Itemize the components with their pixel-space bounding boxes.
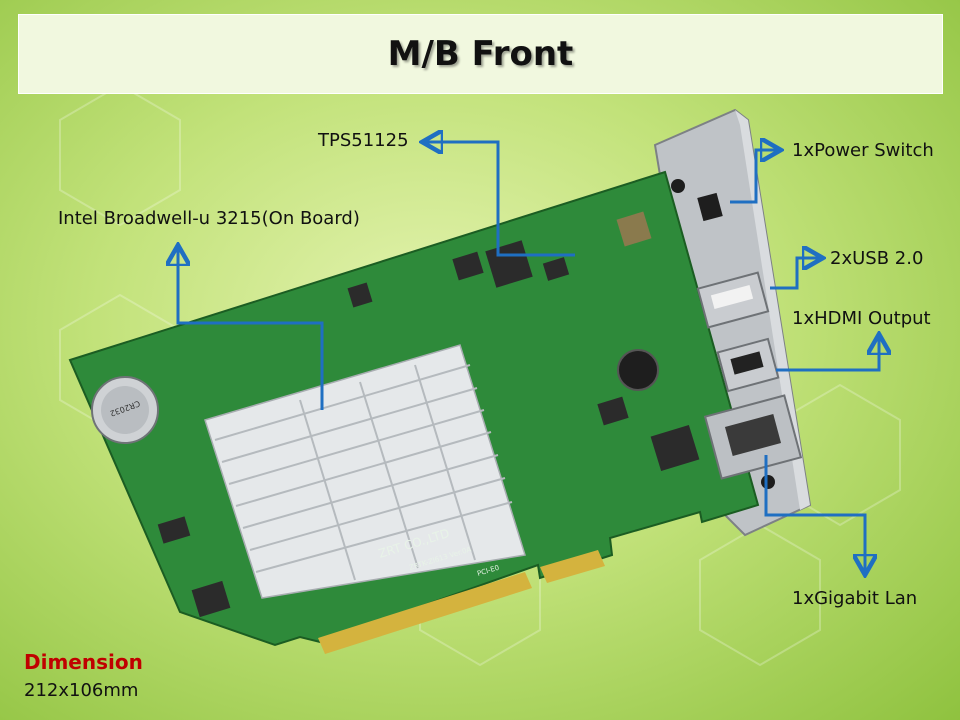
slide-title: M/B Front [387,34,574,74]
label-gigabit-lan: 1xGigabit Lan [792,588,918,609]
port-connectors [696,192,803,480]
heatsink [204,344,526,599]
label-intel-cpu: Intel Broadwell-u 3215(On Board) [58,208,360,229]
screw [671,179,685,193]
arrow-usb [770,258,820,290]
buzzer [617,349,659,391]
label-tps51125: TPS51125 [318,130,409,151]
label-hdmi: 1xHDMI Output [792,308,931,329]
title-box: M/B Front [18,14,943,94]
label-power-switch: 1xPower Switch [792,140,934,161]
arrow-tps [425,142,575,257]
coin-battery [91,376,159,444]
arrow-lan [764,455,865,572]
label-usb: 2xUSB 2.0 [830,248,924,269]
dimension-value: 212x106mm [24,680,139,701]
arrow-hdmi [776,337,879,372]
arrow-power [730,150,778,204]
pcie-gold-fingers [318,550,605,654]
pcb-components [157,211,700,618]
arrow-cpu [178,248,324,410]
dimension-title: Dimension [24,650,143,674]
